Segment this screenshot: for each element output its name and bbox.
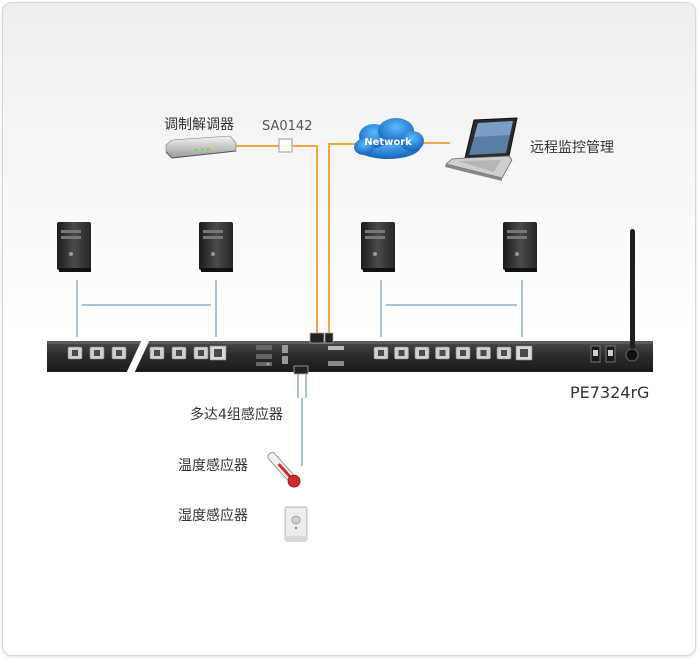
c19-outlet-left-socket (214, 349, 222, 357)
humidity-sensor-label: 湿度感应器 (178, 508, 248, 524)
pdu-outlet-socket-8 (398, 350, 405, 356)
pdu-outlets (67, 345, 533, 361)
adapter-box (278, 138, 293, 153)
modem-label: 调制解调器 (164, 117, 234, 133)
pdu-outlet-socket-12 (480, 350, 487, 356)
laptop-icon (445, 117, 518, 181)
sensor-cable (297, 372, 307, 466)
pdu-outlet-socket-2 (94, 350, 100, 356)
modem-device (165, 135, 237, 159)
pdu-model-label: PE7324rG (570, 383, 650, 402)
pdu-outlet-socket-1 (72, 350, 78, 356)
pdu-outlet-socket-3 (116, 350, 122, 356)
power-cables (76, 280, 523, 337)
network-cloud-label: Network (364, 137, 412, 148)
remote-management-label: 远程监控管理 (530, 140, 614, 156)
server-icon-2 (199, 222, 233, 272)
pdu-outlet-socket-6 (198, 350, 204, 356)
pdu-outlet-socket-13 (501, 350, 507, 356)
pdu-outlet-socket-7 (378, 350, 384, 356)
server-icon-4 (503, 222, 537, 272)
server-icon-1 (57, 222, 91, 272)
network-cables (236, 142, 450, 333)
pdu-outlet-socket-11 (460, 350, 466, 356)
pdu-outlet-socket-5 (176, 350, 182, 356)
pdu-outlet-socket-9 (419, 350, 425, 356)
server-icon-3 (361, 222, 395, 272)
temperature-sensor-label: 温度感应器 (178, 458, 248, 474)
pdu-outlet-socket-10 (439, 350, 446, 356)
adapter-label: SA0142 (262, 119, 313, 134)
c19-outlet-right-socket (520, 349, 528, 357)
pdu-unit (47, 229, 653, 378)
sensors-label: 多达4组感应器 (190, 407, 283, 423)
pdu-outlet-socket-4 (154, 350, 160, 356)
network-cloud (354, 118, 424, 159)
